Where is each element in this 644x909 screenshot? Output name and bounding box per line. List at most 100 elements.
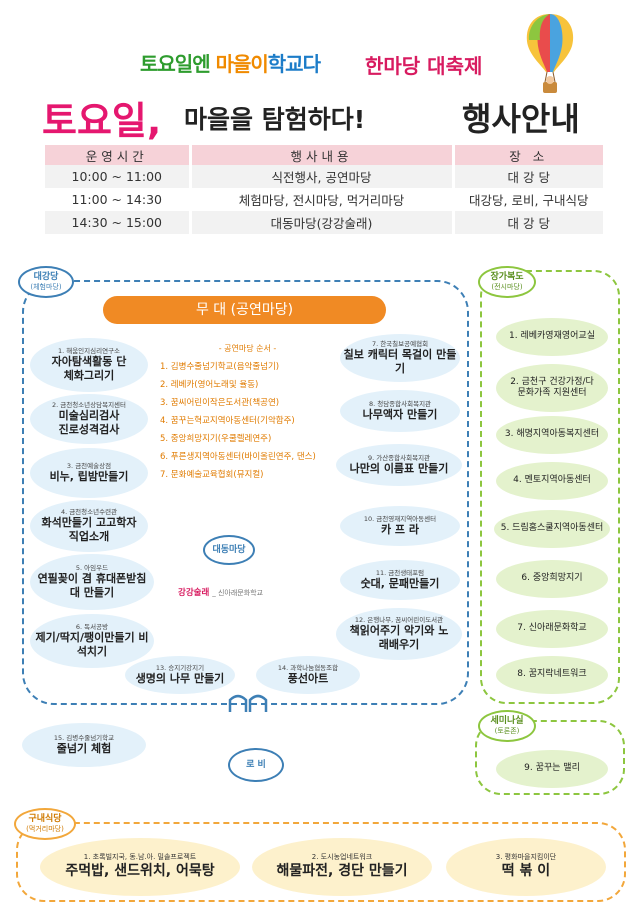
performance-item: 4. 꿈꾸는혁교지역아동센터(기악합주) [160,416,295,426]
schedule-header-place: 장 소 [451,145,603,165]
performance-item: 3. 꿈씨어린이작은도서관(책공연) [160,398,280,408]
booth-activity: 생명의 나무 만들기 [135,672,225,686]
seminar-tag: 세미나실 (토론존) [478,710,536,742]
cafeteria-tag: 구내식당 (먹거리마당) [14,808,76,840]
schedule-time: 11:00 ~ 14:30 [45,188,190,211]
schedule-place: 대 강 당 [451,165,603,188]
schedule-place: 대 강 당 [451,211,603,234]
booth-org: 1. 해움인지심리연구소 [57,347,121,356]
schedule-content: 대동마당(강강술래) [188,211,453,234]
booth-2: 2. 금천청소년상담복지센터 미술심리검사 진로성격검사 [30,394,148,444]
hallway-region [480,270,620,704]
page-title-right: 행사안내 [462,100,580,138]
schedule-header-time: 운영시간 [45,145,190,165]
daedong-sub: _ 신아래문화학교 [212,589,264,597]
schedule-time: 10:00 ~ 11:00 [45,165,190,188]
hallway-item: 5. 드림홈스쿨지역아동센터 [494,510,610,548]
cafeteria-region [16,822,626,902]
booth-9: 9. 가산종합사회복지관 나만의 이름표 만들기 [336,444,462,486]
hallway-item: 3. 해명지역아동복지센터 [496,416,608,454]
booth-12: 12. 은행나무, 꿈씨어린이도서관 책읽어주기 악기와 노래배우기 [336,608,462,660]
hot-air-balloon-icon [526,14,574,93]
cafeteria-item-1: 1. 초록빌지국, 동.남.아. 밀솔프로젝트 주먹밥, 샌드위치, 어묵탕 [40,838,240,896]
lobby-tag: 로 비 [228,748,284,782]
auditorium-tag-sub: (체험마당) [30,283,62,292]
page-title-main: 토요일, [42,99,162,143]
performance-order: - 공연마당 순서 - 1. 김병수줄넘기학교(음악줄넘기) 2. 레베카(영어… [160,340,335,484]
schedule-place: 대강당, 로비, 구내식당 [451,188,603,211]
schedule-header-row: 운영시간 행사내용 장 소 [45,145,603,165]
booth-activity: 숫대, 문패만들기 [360,577,440,591]
auditorium-tag-label: 대강당 [33,272,59,283]
logo-part-1: 토요일엔 [140,52,216,76]
page-title-sub: 마을을 탐험하다! [184,105,366,134]
schedule-content: 체험마당, 전시마당, 먹거리마당 [188,188,453,211]
schedule-header-content: 행사내용 [188,145,453,165]
booth-activity: 자아탐색활동 단체화그리기 [51,355,127,383]
schedule-content: 식전행사, 공연마당 [188,165,453,188]
cafeteria-org: 1. 초록빌지국, 동.남.아. 밀솔프로젝트 [83,853,197,862]
daedong-tag-label: 대동마당 [212,544,246,555]
hallway-item: 4. 멘토지역아동센터 [496,462,608,500]
booth-org: 3. 금천예술상점 [66,462,112,471]
booth-10: 10. 금천영재지역아동센터 카 프 라 [340,506,460,546]
booth-1: 1. 해움인지심리연구소 자아탐색활동 단체화그리기 [30,338,148,392]
hallway-tag: 장가복도 (전시마당) [478,266,536,298]
booth-6: 6. 독서공방 제기/딱지/팽이만들기 비석치기 [30,614,154,668]
booth-org: 9. 가산종합사회복지관 [367,454,431,463]
booth-activity: 카 프 라 [380,523,420,537]
hallway-item: 1. 레베카영재영어교실 [496,318,608,356]
performance-item: 1. 김병수줄넘기학교(음악줄넘기) [160,362,280,372]
schedule-row: 14:30 ~ 15:00 대동마당(강강술래) 대 강 당 [45,211,603,234]
booth-org: 6. 독서공방 [75,623,109,632]
schedule-row: 10:00 ~ 11:00 식전행사, 공연마당 대 강 당 [45,165,603,188]
seminar-item: 9. 꿈꾸는 맬리 [496,750,608,788]
booth-org: 14. 과학나눔협동조합 [277,664,339,673]
booth-org: 12. 은행나무, 꿈씨어린이도서관 [354,616,444,625]
performance-order-heading: - 공연마당 순서 - [218,344,277,353]
cafeteria-menu: 주먹밥, 샌드위치, 어묵탕 [65,863,215,880]
booth-4: 4. 금천청소년수련관 화석만들기 고고학자 직업소개 [30,500,148,552]
festival-name: 한마당 대축제 [365,54,483,78]
seminar-tag-label: 세미나실 [490,716,524,727]
booth-8: 8. 청담종합사회복지관 나무액자 만들기 [340,390,460,432]
stage-bar: 무 대 (공연마당) [103,296,386,324]
daedong-tag: 대동마당 [203,535,255,565]
booth-org: 15. 김병수줄넘기학교 [53,734,115,743]
booth-activity: 연필꽂이 겸 휴대폰받침대 만들기 [37,572,147,600]
booth-org: 4. 금천청소년수련관 [60,508,118,517]
schedule-time: 14:30 ~ 15:00 [45,211,190,234]
logo-part-3: 학교다 [267,52,321,76]
cafeteria-org: 3. 평화마을지킴이단 [495,853,557,862]
cafeteria-menu: 해물파전, 경단 만들기 [276,863,408,880]
lobby-tag-label: 로 비 [246,759,266,770]
booth-3: 3. 금천예술상점 비누, 립밤만들기 [30,448,148,498]
booth-org: 13. 승지기강지기 [155,664,205,673]
booth-7: 7. 한국칠보공예협회 칠보 캐릭터 목걸이 만들기 [340,334,460,382]
booth-15: 15. 김병수줄넘기학교 줄넘기 체험 [22,723,146,767]
booth-org: 11. 금천생태포럼 [375,569,425,578]
booth-activity: 미술심리검사 진로성격검사 [58,409,120,437]
booth-5: 5. 아임우드 연필꽂이 겸 휴대폰받침대 만들기 [30,554,154,610]
hallway-item: 7. 신아래문화학교 [496,610,608,648]
booth-activity: 풍선아트 [287,672,329,686]
booth-activity: 나만의 이름표 만들기 [349,462,449,476]
auditorium-tag: 대강당 (체험마당) [18,266,74,298]
booth-activity: 칠보 캐릭터 목걸이 만들기 [343,348,457,376]
cafeteria-menu: 떡 볶 이 [501,863,551,880]
booth-activity: 비누, 립밤만들기 [49,470,129,484]
seminar-region [475,720,625,795]
seminar-tag-sub: (토론존) [494,727,520,736]
booth-activity: 줄넘기 체험 [56,742,112,756]
booth-org: 2. 금천청소년상담복지센터 [51,401,127,410]
booth-org: 7. 한국칠보공예협회 [371,340,429,349]
booth-activity: 나무액자 만들기 [362,408,438,422]
booth-activity: 제기/딱지/팽이만들기 비석치기 [35,631,149,659]
hallway-item: 2. 금천구 건강가정/다문화가족 지원센터 [496,364,608,412]
hallway-item: 6. 중앙희망지기 [496,560,608,598]
booth-org: 10. 금천영재지역아동센터 [363,515,437,524]
performance-item: 7. 문화예술교육협회(뮤지컬) [160,470,264,480]
daedong-main: 강강술래 [178,588,210,598]
cafeteria-tag-sub: (먹거리마당) [26,825,64,834]
schedule-table: 운영시간 행사내용 장 소 10:00 ~ 11:00 식전행사, 공연마당 대… [45,145,603,234]
